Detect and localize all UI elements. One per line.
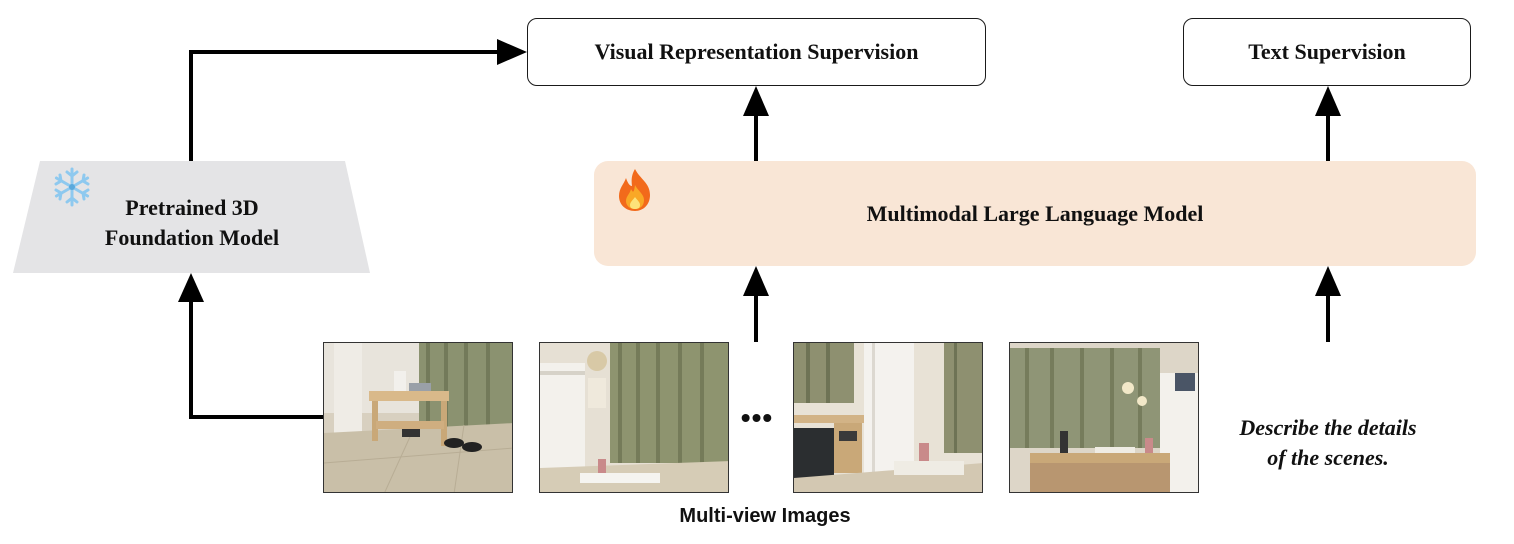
foundation-model-shape — [13, 161, 370, 273]
multi-view-image-4 — [1009, 342, 1199, 493]
mllm-block: Multimodal Large Language Model — [594, 161, 1476, 266]
foundation-model-label: Pretrained 3D Foundation Model — [62, 193, 322, 253]
multi-view-image-3 — [793, 342, 983, 493]
arrow-images-to-foundation — [178, 273, 323, 419]
foundation-model-label-line-2: Foundation Model — [104, 225, 280, 250]
multi-view-image-1 — [323, 342, 513, 493]
arrow-foundation-to-visual-supervision — [189, 39, 527, 161]
text-prompt: Describe the details of the scenes. — [1196, 413, 1460, 473]
text-supervision-label: Text Supervision — [1248, 39, 1406, 64]
arrow-mllm-to-text-supervision — [1315, 86, 1341, 161]
mllm-label: Multimodal Large Language Model — [866, 200, 1204, 226]
text-supervision-box: Text Supervision — [1183, 18, 1471, 86]
visual-supervision-label: Visual Representation Supervision — [594, 39, 919, 64]
arrow-mllm-to-visual-supervision — [743, 86, 769, 161]
multi-view-images-caption: Multi-view Images — [679, 505, 851, 527]
arrow-prompt-to-mllm — [1315, 266, 1341, 342]
foundation-model-label-line-1: Pretrained 3D — [125, 195, 259, 220]
text-prompt-line-2: of the scenes. — [1267, 445, 1389, 470]
snowflake-icon — [51, 166, 93, 213]
multi-view-image-2 — [539, 342, 729, 493]
text-prompt-line-1: Describe the details — [1239, 415, 1417, 440]
arrow-images-to-mllm — [743, 266, 769, 342]
more-images-ellipsis: ••• — [740, 402, 774, 433]
fire-icon — [614, 167, 656, 219]
visual-representation-supervision-box: Visual Representation Supervision — [527, 18, 986, 86]
